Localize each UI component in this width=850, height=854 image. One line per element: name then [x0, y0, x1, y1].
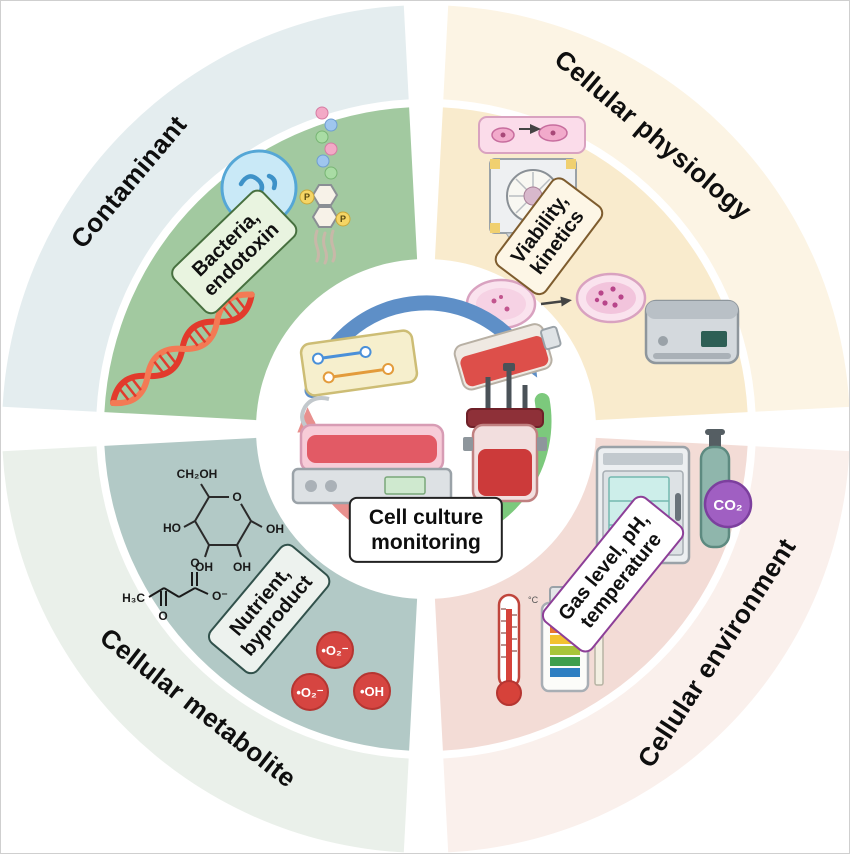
superoxide-label: •O₂⁻ — [321, 643, 348, 658]
pyruvate-structure-icon: H₃C O O O⁻ — [122, 556, 228, 623]
center-title: Cell culture monitoring — [348, 496, 504, 564]
perfusion-pump-icon — [291, 396, 453, 505]
dna-icon — [110, 291, 255, 407]
pyruvate-o-top: O — [190, 556, 199, 570]
physiology-outer-ring — [443, 5, 849, 412]
co2-label: CO₂ — [713, 497, 742, 514]
microfluidic-chip-icon — [299, 329, 419, 397]
superoxide-label: •O₂⁻ — [296, 685, 323, 700]
phosphate-group-icon — [335, 211, 351, 227]
glucose-ch2oh: CH₂OH — [177, 467, 218, 481]
center-title-line2: monitoring — [371, 531, 481, 554]
glucose-ho-left: HO — [163, 521, 181, 535]
glucose-oh-bottom-left: OH — [195, 560, 213, 574]
hydroxyl-label: •OH — [360, 684, 384, 699]
plate-reader-icon — [644, 299, 740, 365]
glucose-ring-o: O — [232, 490, 241, 504]
thermometer-icon: °C — [496, 593, 539, 706]
contaminant-outer-ring — [2, 5, 409, 412]
dish-to-dish-arrow — [540, 296, 572, 307]
pyruvate-o-bottom: O — [158, 609, 167, 623]
phosphate-group-icon — [299, 189, 315, 205]
endotoxin-icon: P P — [299, 106, 351, 265]
center-title-line1: Cell culture — [368, 505, 484, 529]
co2-badge: CO₂ — [703, 479, 753, 529]
celsius-label: °C — [528, 595, 539, 605]
environment-outer-ring — [443, 446, 849, 853]
glucose-structure-icon: O CH₂OH OH OH OH HO — [163, 467, 284, 574]
glucose-oh-bottom-right: OH — [233, 560, 251, 574]
phosphate-label: P — [340, 214, 346, 224]
phosphate-label: P — [304, 192, 310, 202]
pyruvate-h3c: H₃C — [122, 591, 145, 605]
ros-radicals-icon: •O₂⁻ •O₂⁻ •OH — [291, 631, 391, 711]
glucose-oh-right: OH — [266, 522, 284, 536]
petri-dish-colonies-icon — [575, 272, 647, 324]
metabolite-outer-ring — [2, 446, 409, 853]
bioreactor-icon — [463, 363, 547, 503]
pyruvate-o-minus: O⁻ — [212, 589, 228, 603]
